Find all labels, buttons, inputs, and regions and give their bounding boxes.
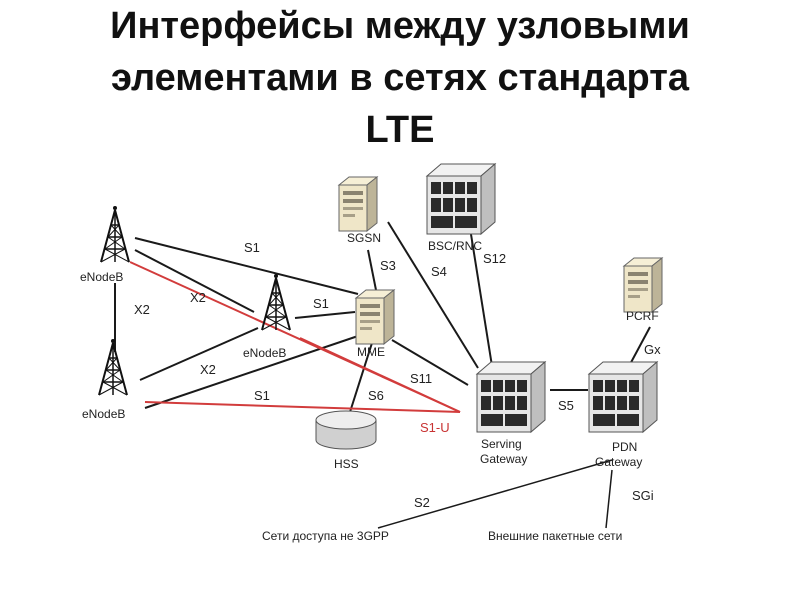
non-3gpp-networks-label: Сети доступа не 3GPP [262, 529, 389, 543]
serving-gateway-label-2: Gateway [480, 452, 527, 466]
s1u-lines [129, 261, 461, 413]
s1-bottom-label: S1 [254, 388, 270, 403]
link-enodeb-mid-mme-s1 [294, 311, 356, 319]
link-enodeb-top-mme-s1 [134, 237, 359, 295]
serving-gateway-label-1: Serving [481, 437, 522, 451]
enodeb-top-label: eNodeB [80, 270, 123, 284]
pcrf-label: PCRF [626, 309, 659, 323]
s1-top-label: S1 [244, 240, 260, 255]
enodeb-bottom-label: eNodeB [82, 407, 125, 421]
connection-lines [114, 221, 651, 529]
s12-label: S12 [483, 251, 506, 266]
s5-label: S5 [558, 398, 574, 413]
x2-diag-bottom-label: X2 [200, 362, 216, 377]
enodeb-bottom-tower-icon[interactable] [98, 338, 128, 396]
pdn-gateway-server-icon[interactable] [588, 361, 658, 433]
link-sgsn-mme-s3 [367, 249, 377, 291]
hss-label: HSS [334, 457, 359, 471]
link-mme-hss-s6 [349, 342, 373, 413]
enodeb-middle-tower-icon[interactable] [261, 273, 291, 331]
link-pcrf-pgw-gx [627, 326, 651, 369]
bsc-rnc-label: BSC/RNC [428, 239, 482, 253]
gx-label: Gx [644, 342, 661, 357]
pdn-gateway-label-1: PDN [612, 440, 637, 454]
s1u-line-enodeb-mid [299, 337, 461, 413]
mme-server-icon[interactable] [355, 289, 395, 345]
slide-title: Интерфейсы между узловыми элементами в с… [0, 0, 800, 156]
s4-label: S4 [431, 264, 447, 279]
title-line-1: Интерфейсы между узловыми [110, 5, 690, 47]
link-bscrnc-sgw-s12 [469, 227, 493, 367]
s1u-line-enodeb-bottom [144, 401, 461, 413]
hss-database-icon[interactable] [315, 410, 377, 450]
link-mme-sgw-s11 [391, 339, 469, 386]
s3-label: S3 [380, 258, 396, 273]
s1u-label: S1-U [420, 420, 450, 435]
sgi-label: SGi [632, 488, 654, 503]
enodeb-middle-label: eNodeB [243, 346, 286, 360]
x2-diag-top-label: X2 [190, 290, 206, 305]
serving-gateway-server-icon[interactable] [476, 361, 546, 433]
pcrf-server-icon[interactable] [623, 257, 663, 313]
s1-mid-label: S1 [313, 296, 329, 311]
pdn-gateway-label-2: Gateway [595, 455, 642, 469]
s6-label: S6 [368, 388, 384, 403]
sgsn-server-icon[interactable] [338, 176, 378, 232]
sgsn-label: SGSN [347, 231, 381, 245]
x2-vertical-label: X2 [134, 302, 150, 317]
enodeb-top-tower-icon[interactable] [100, 205, 130, 263]
link-sgsn-sgw-s4 [387, 221, 479, 369]
link-enodeb-top-enodeb-mid-x2 [134, 249, 255, 313]
link-pgw-non3gpp-s2 [377, 459, 613, 529]
title-line-3: LTE [365, 109, 435, 151]
s11-label: S11 [410, 371, 432, 386]
title-line-2: элементами в сетях стандарта [111, 57, 689, 99]
mme-label: MME [357, 345, 385, 359]
link-enodeb-bottom-enodeb-mid-x2 [139, 327, 259, 381]
link-pgw-external-sgi [605, 469, 613, 529]
s2-label: S2 [414, 495, 430, 510]
bsc-rnc-server-icon[interactable] [426, 163, 496, 235]
external-packet-networks-label: Внешние пакетные сети [488, 529, 622, 543]
